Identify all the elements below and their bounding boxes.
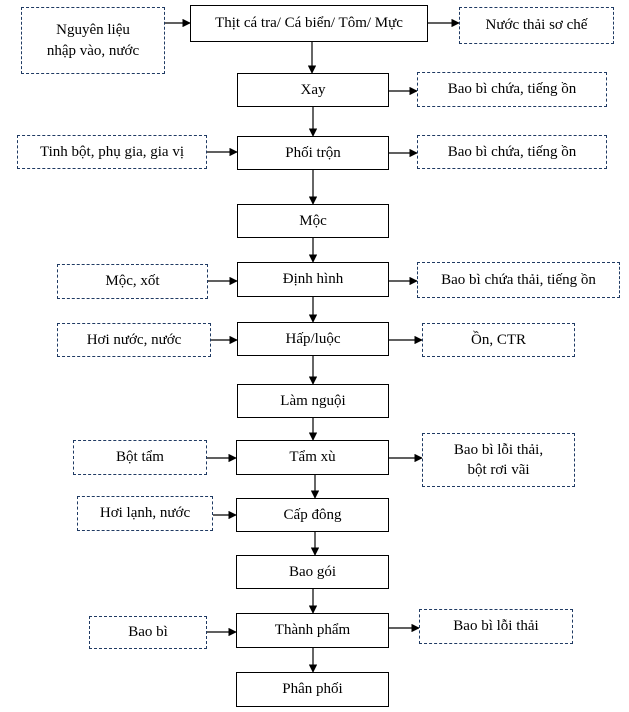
- step-shape: Định hình: [237, 262, 389, 297]
- input-coat: Bột tẩm: [73, 440, 207, 475]
- output-raw: Nước thải sơ chế: [459, 7, 614, 44]
- output-product: Bao bì lỗi thải: [419, 609, 573, 644]
- input-steam: Hơi nước, nước: [57, 323, 211, 357]
- step-cool: Làm nguội: [237, 384, 389, 418]
- step-distribute: Phân phối: [236, 672, 389, 707]
- input-product: Bao bì: [89, 616, 207, 649]
- step-mix: Phối trộn: [237, 136, 389, 170]
- input-shape: Mộc, xốt: [57, 264, 208, 299]
- output-steam: Ồn, CTR: [422, 323, 575, 357]
- output-coat: Bao bì lỗi thải,bột rơi vãi: [422, 433, 575, 487]
- step-steam: Hấp/luộc: [237, 322, 389, 356]
- step-pack: Bao gói: [236, 555, 389, 589]
- step-raw-material: Thịt cá tra/ Cá biển/ Tôm/ Mực: [190, 5, 428, 42]
- input-freeze: Hơi lạnh, nước: [77, 496, 213, 531]
- step-product: Thành phẩm: [236, 613, 389, 648]
- input-mix: Tinh bột, phụ gia, gia vị: [17, 135, 207, 169]
- step-coat: Tẩm xù: [236, 440, 389, 475]
- step-paste: Mộc: [237, 204, 389, 238]
- step-freeze: Cấp đông: [236, 498, 389, 532]
- step-grind: Xay: [237, 73, 389, 107]
- output-mix: Bao bì chứa, tiếng ồn: [417, 135, 607, 169]
- output-shape: Bao bì chứa thải, tiếng ồn: [417, 262, 620, 298]
- output-grind: Bao bì chứa, tiếng ồn: [417, 72, 607, 107]
